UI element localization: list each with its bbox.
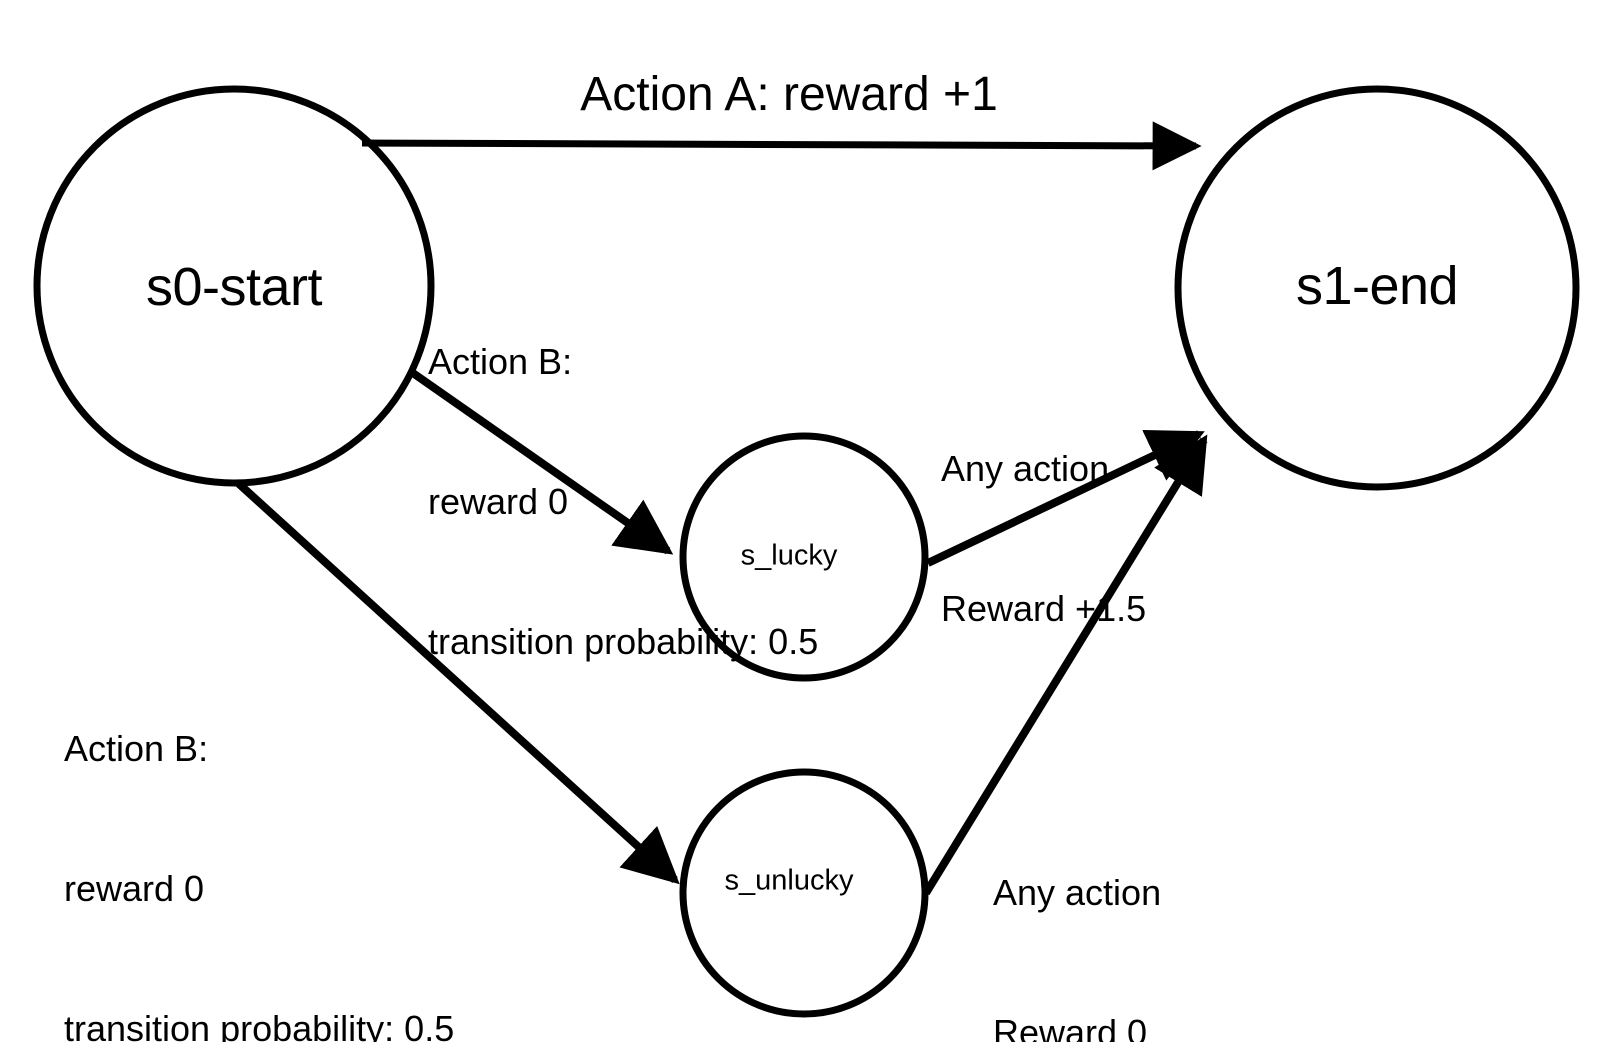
edge-label-any-action-lucky-line2: Reward +1.5 <box>941 587 1147 629</box>
node-circle-s1[interactable] <box>1174 85 1580 491</box>
edge-s0-to-s1[interactable] <box>361 121 1202 171</box>
edge-s-lucky-to-s1[interactable] <box>926 430 1205 567</box>
edge-label-action-b-lower-line1: Action B: <box>64 727 209 769</box>
node-label-s0: s0-start <box>145 257 323 317</box>
node-circle-s0[interactable] <box>33 85 435 487</box>
node-label-s-lucky: s_lucky <box>740 539 838 572</box>
edge-label-any-action-lucky-line1: Any action <box>941 447 1110 489</box>
edge-s-unlucky-to-s1[interactable] <box>922 434 1208 896</box>
edge-label-action-b-lower-line2: reward 0 <box>64 867 205 909</box>
edge-label-any-action-unlucky: Any action Reward 0 <box>993 776 1161 1042</box>
node-label-s-unlucky: s_unlucky <box>724 864 854 897</box>
edge-label-any-action-unlucky-line2: Reward 0 <box>993 1011 1148 1042</box>
edge-label-action-b-lower-line3: transition probability: 0.5 <box>64 1008 455 1042</box>
node-circle-s-lucky[interactable] <box>679 432 929 682</box>
node-label-s1: s1-end <box>1295 256 1459 316</box>
edge-s0-to-s-lucky[interactable] <box>407 367 674 555</box>
edge-label-action-b-upper-line2: reward 0 <box>428 480 569 522</box>
edge-label-action-a: Action A: reward +1 <box>580 68 998 121</box>
edge-label-any-action-lucky: Any action Reward +1.5 <box>941 352 1146 726</box>
node-circle-s-unlucky[interactable] <box>679 768 929 1018</box>
edge-label-any-action-unlucky-line1: Any action <box>993 871 1162 913</box>
edge-s0-to-s-unlucky[interactable] <box>235 480 680 885</box>
edge-label-action-b-lower: Action B: reward 0 transition probabilit… <box>64 632 454 1042</box>
edge-label-action-b-upper-line3: transition probability: 0.5 <box>428 621 819 663</box>
edge-label-action-b-upper: Action B: reward 0 transition probabilit… <box>428 245 818 760</box>
edge-label-action-b-upper-line1: Action B: <box>428 340 573 382</box>
